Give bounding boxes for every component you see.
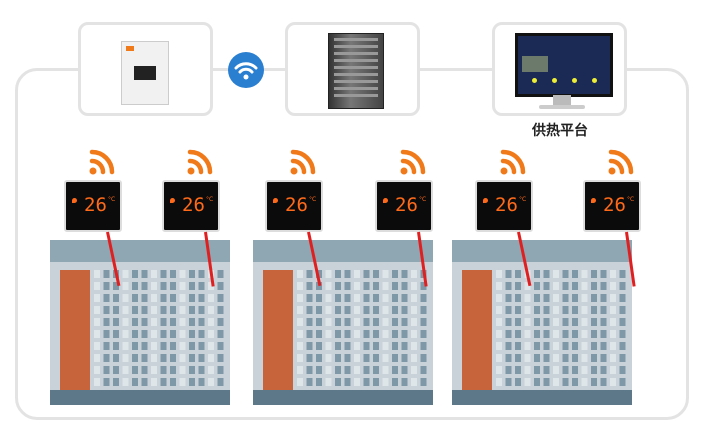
signal-icon [400,149,426,175]
thermostat-temp: 26 [495,194,518,216]
thermostat: 26 °C [583,180,641,232]
server-box [285,22,420,116]
flame-icon [383,198,388,203]
thermostat: 26 °C [162,180,220,232]
thermostat-unit: °C [108,196,116,203]
building [253,240,433,405]
thermostat: 26 °C [64,180,122,232]
signal-icon [187,149,213,175]
thermostat-temp: 26 [395,194,418,216]
flame-icon [273,198,278,203]
gateway-cabinet-icon [121,41,169,105]
signal-icon [608,149,634,175]
building [50,240,230,405]
monitor-icon [515,33,613,97]
flame-icon [483,198,488,203]
thermostat-temp: 26 [84,194,107,216]
thermostat: 26 °C [265,180,323,232]
signal-icon [500,149,526,175]
server-icon [328,33,384,109]
thermostat-temp: 26 [603,194,626,216]
flame-icon [170,198,175,203]
gateway-box [78,22,213,116]
platform-label: 供热平台 [532,123,588,139]
thermostat: 26 °C [475,180,533,232]
thermostat: 26 °C [375,180,433,232]
flame-icon [72,198,77,203]
wifi-icon [228,52,264,88]
building [452,240,632,405]
thermostat-unit: °C [206,196,214,203]
signal-icon [89,149,115,175]
thermostat-unit: °C [419,196,427,203]
flame-icon [591,198,596,203]
thermostat-unit: °C [519,196,527,203]
thermostat-temp: 26 [182,194,205,216]
thermostat-unit: °C [309,196,317,203]
signal-icon [290,149,316,175]
thermostat-unit: °C [627,196,635,203]
thermostat-temp: 26 [285,194,308,216]
platform-box [492,22,627,116]
